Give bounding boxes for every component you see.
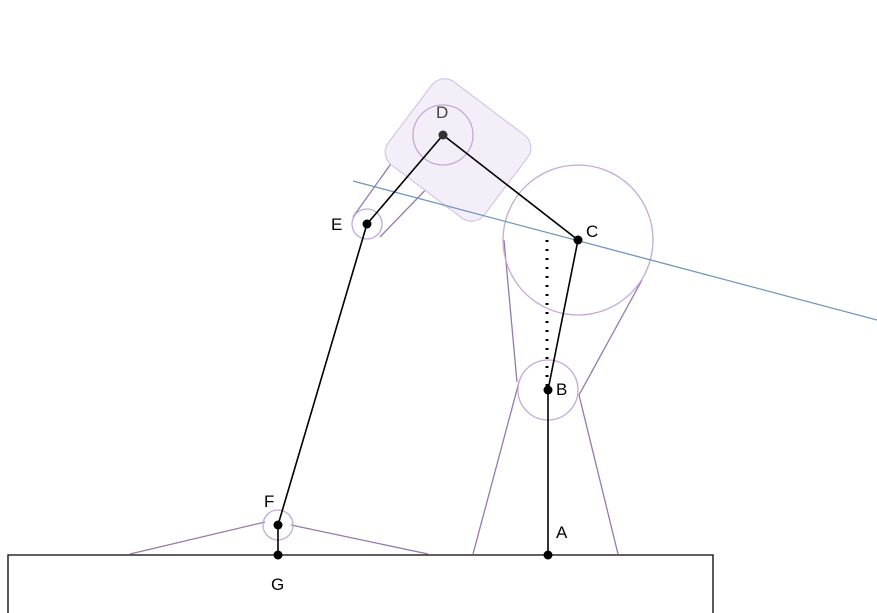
point-f xyxy=(273,520,283,530)
point-c xyxy=(573,235,583,245)
envelope-lines xyxy=(129,122,643,555)
reference-line xyxy=(352,180,877,321)
envelope-line xyxy=(129,521,266,555)
envelope-line xyxy=(290,524,429,555)
base-platform xyxy=(7,554,714,613)
link-e-f xyxy=(277,223,368,526)
label-g: G xyxy=(271,575,284,594)
label-a: A xyxy=(556,523,568,542)
label-c: C xyxy=(586,222,598,241)
links xyxy=(277,134,579,555)
envelope-line xyxy=(578,394,619,555)
point-d xyxy=(438,130,448,140)
point-a xyxy=(543,550,553,560)
link-d-e xyxy=(366,134,444,225)
link-c-d xyxy=(442,134,579,241)
link-b-c xyxy=(547,239,579,391)
joint-circle-d xyxy=(412,104,474,166)
envelope-line xyxy=(472,381,520,555)
joint-points xyxy=(273,130,583,560)
envelope-line xyxy=(578,279,643,396)
point-g xyxy=(273,550,283,560)
joint-circle-e xyxy=(351,208,383,240)
label-b: B xyxy=(556,380,567,399)
point-e xyxy=(362,219,372,229)
label-e: E xyxy=(331,215,342,234)
label-f: F xyxy=(264,492,274,511)
joint-circle-c xyxy=(502,164,654,316)
label-d: D xyxy=(436,103,448,122)
point-b xyxy=(543,385,553,395)
tool-body xyxy=(384,78,532,222)
